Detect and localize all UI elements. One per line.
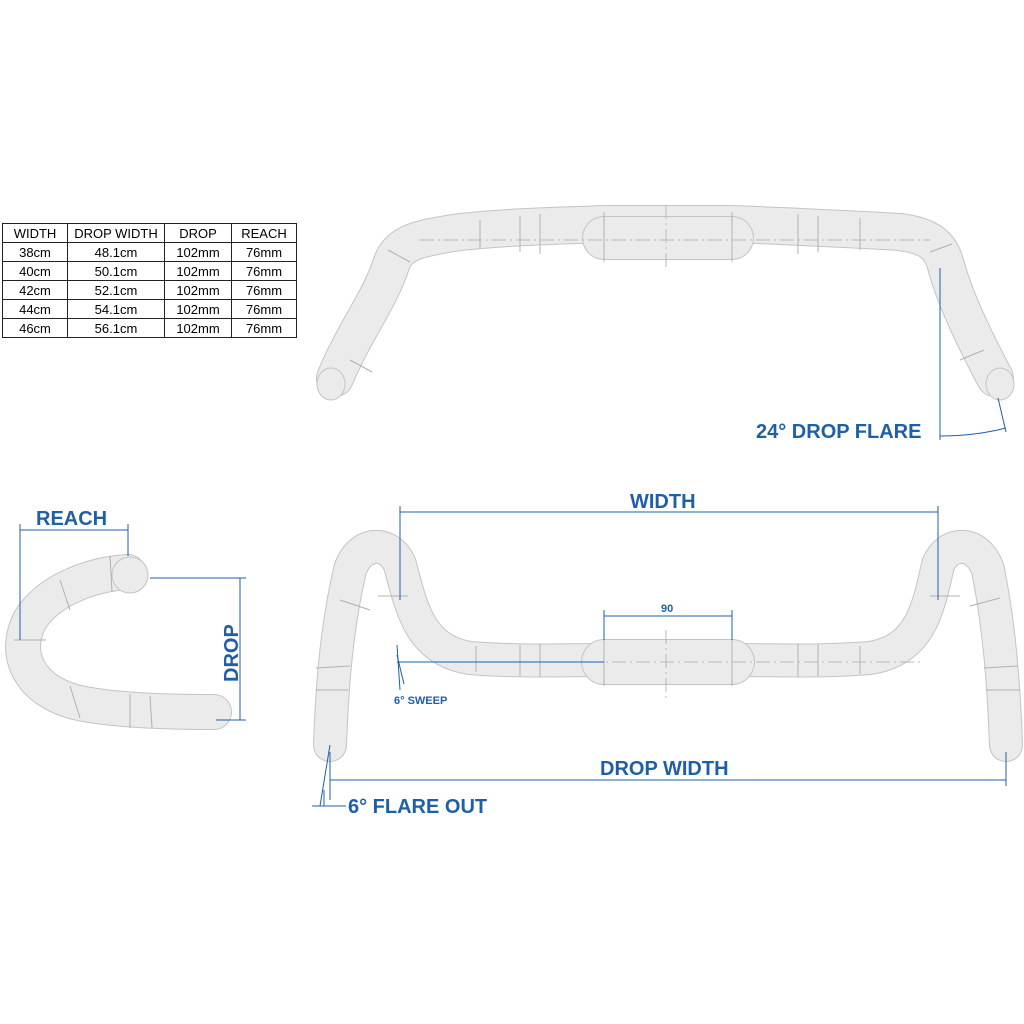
table-row: 44cm 54.1cm 102mm 76mm — [2, 299, 297, 319]
table-row: 40cm 50.1cm 102mm 76mm — [2, 261, 297, 281]
table-row: 46cm 56.1cm 102mm 76mm — [2, 318, 297, 338]
cell-width: 44cm — [2, 299, 68, 319]
clamp-width-label: 90 — [661, 603, 673, 615]
drop-flare-label: 24° DROP FLARE — [756, 421, 921, 443]
drop-label: DROP — [221, 624, 243, 682]
width-label: WIDTH — [630, 491, 696, 513]
flare-out-label: 6° FLARE OUT — [348, 796, 487, 818]
cell-reach: 76mm — [231, 318, 297, 338]
cell-width: 46cm — [2, 318, 68, 338]
cell-reach: 76mm — [231, 280, 297, 300]
drop-width-label: DROP WIDTH — [600, 758, 729, 780]
sweep-label: 6° SWEEP — [394, 695, 447, 707]
cell-width: 42cm — [2, 280, 68, 300]
reach-label: REACH — [36, 508, 107, 530]
spec-table-header-row: WIDTH DROP WIDTH DROP REACH — [2, 223, 297, 243]
side-view-handlebar: REACH DROP — [5, 508, 246, 730]
top-view-handlebar: 24° DROP FLARE — [316, 205, 1015, 443]
table-row: 42cm 52.1cm 102mm 76mm — [2, 280, 297, 300]
cell-width: 38cm — [2, 242, 68, 262]
cell-drop-width: 52.1cm — [67, 280, 165, 300]
cell-drop-width: 56.1cm — [67, 318, 165, 338]
cell-drop-width: 50.1cm — [67, 261, 165, 281]
cell-reach: 76mm — [231, 299, 297, 319]
spec-table: WIDTH DROP WIDTH DROP REACH 38cm 48.1cm … — [2, 223, 297, 338]
front-view-handlebar: WIDTH 90 6° SWEEP DROP WIDTH 6° FLARE OU… — [312, 491, 1023, 818]
cell-drop-width: 54.1cm — [67, 299, 165, 319]
